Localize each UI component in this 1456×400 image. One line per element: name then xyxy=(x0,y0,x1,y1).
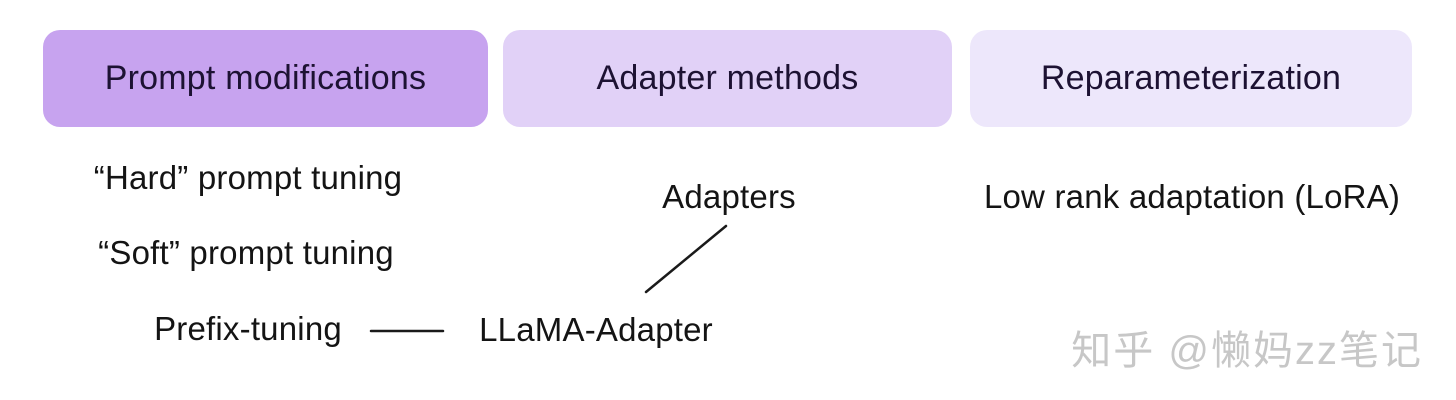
item-prefix-tuning: Prefix-tuning xyxy=(154,310,342,347)
header-adapter-methods: Adapter methods xyxy=(503,30,952,127)
header-prompt-modifications: Prompt modifications xyxy=(43,30,488,127)
item-hard-prompt-tuning: “Hard” prompt tuning xyxy=(93,159,403,196)
header-prompt-modifications-label: Prompt modifications xyxy=(104,59,427,97)
header-adapter-methods-label: Adapter methods xyxy=(596,59,859,97)
header-reparameterization-label: Reparameterization xyxy=(1040,59,1342,97)
item-soft-prompt-tuning: “Soft” prompt tuning xyxy=(98,234,394,271)
header-reparameterization: Reparameterization xyxy=(970,30,1412,127)
zhihu-watermark: 知乎 @懒妈zz笔记 xyxy=(1071,329,1423,373)
item-llama-adapter: LLaMA-Adapter xyxy=(479,311,713,348)
item-lora: Low rank adaptation (LoRA) xyxy=(983,178,1401,215)
connector-adapters-to-llama-line xyxy=(644,224,728,294)
item-adapters: Adapters xyxy=(662,178,796,215)
